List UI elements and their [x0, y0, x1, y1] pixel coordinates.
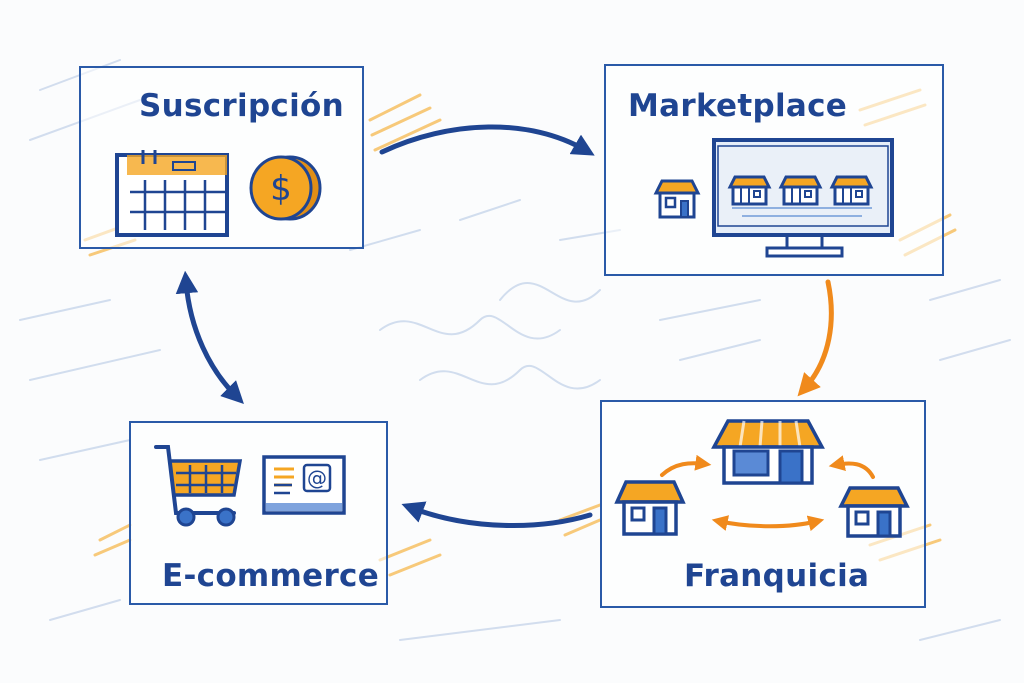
storefront-icon: [653, 179, 701, 219]
svg-text:$: $: [270, 169, 292, 209]
storefront-icon: [614, 480, 686, 536]
node-title-suscripcion: Suscripción: [139, 88, 344, 124]
arrow-left-right-bidirectional: [711, 515, 825, 532]
storefront-icon: [727, 175, 772, 206]
dollar-coin-icon: $: [249, 155, 322, 221]
node-title-marketplace: Marketplace: [628, 88, 848, 124]
arrow-suscripcion-to-marketplace: [379, 124, 595, 156]
arrow-left-to-center: [660, 454, 712, 477]
storefront-icon: [778, 175, 823, 206]
storefront-icon: [829, 175, 874, 206]
email-card-icon: @: [262, 455, 346, 515]
arrow-right-to-center: [828, 455, 875, 479]
storefront-icon: [838, 486, 910, 538]
arrow-ecommerce-suscripcion-bidirectional: [175, 270, 244, 404]
node-title-franquicia: Franquicia: [684, 558, 870, 594]
shopping-cart-icon: [154, 445, 243, 527]
node-title-ecommerce: E-commerce: [162, 558, 380, 594]
arrow-franquicia-to-ecommerce: [401, 501, 593, 528]
arrow-marketplace-to-franquicia: [797, 279, 834, 397]
calendar-icon: [115, 150, 229, 237]
storefront-icon: [711, 419, 825, 485]
svg-text:@: @: [307, 466, 327, 490]
